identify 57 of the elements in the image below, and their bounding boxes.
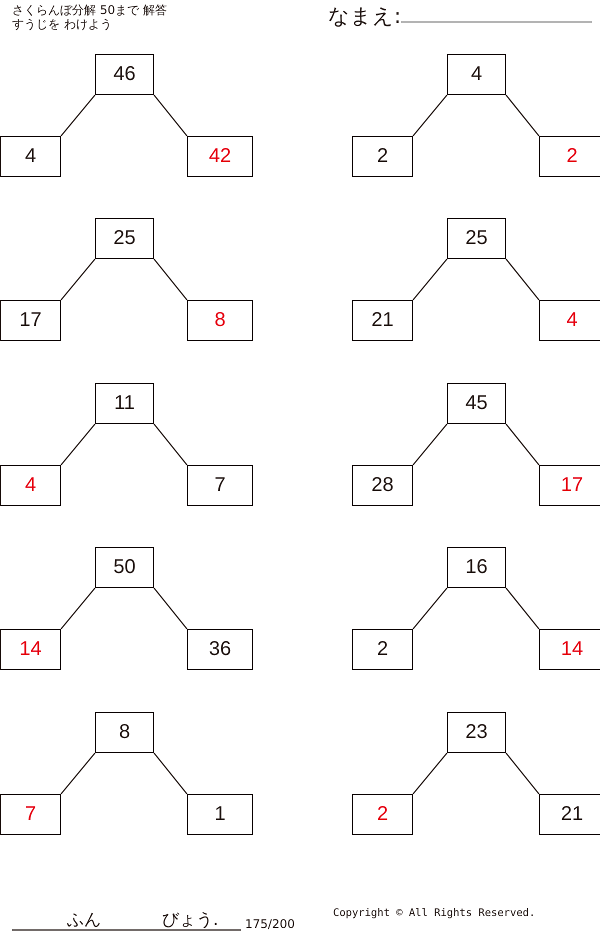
- number-box: 4: [0, 465, 61, 506]
- number-box: 4: [447, 54, 506, 95]
- connector-line: [506, 258, 540, 300]
- connector-line: [154, 94, 188, 136]
- number-box: 45: [447, 383, 506, 424]
- name-label: なまえ:: [328, 3, 402, 30]
- connector-line: [60, 752, 96, 794]
- connector-line: [154, 752, 188, 794]
- number-box: 11: [95, 383, 154, 424]
- connector-line: [412, 752, 448, 794]
- number-box: 8: [187, 300, 253, 341]
- number-box: 4: [0, 136, 61, 177]
- number-box: 42: [187, 136, 253, 177]
- copyright-text: Copyright © All Rights Reserved.: [333, 907, 536, 919]
- connector-line: [412, 424, 448, 466]
- connector-line: [506, 588, 540, 630]
- number-box: 8: [95, 712, 154, 753]
- page-number: 175/200: [245, 917, 295, 931]
- number-box: 23: [447, 712, 506, 753]
- number-box: 36: [187, 629, 253, 670]
- connector-line: [154, 258, 188, 300]
- number-box: 2: [352, 136, 413, 177]
- worksheet-title: さくらんぼ分解 50まで 解答: [12, 2, 167, 18]
- seconds-label: びょう.: [162, 909, 218, 931]
- number-box: 21: [539, 794, 600, 835]
- connector-line: [506, 94, 540, 136]
- minutes-label: ふん: [67, 909, 101, 931]
- number-box: 17: [0, 300, 61, 341]
- connector-line: [60, 94, 96, 136]
- number-box: 25: [95, 218, 154, 259]
- connector-line: [506, 752, 540, 794]
- connector-line: [154, 424, 188, 466]
- number-box: 2: [539, 136, 600, 177]
- number-box: 25: [447, 218, 506, 259]
- number-box: 7: [187, 465, 253, 506]
- connector-line: [412, 258, 448, 300]
- connector-line: [412, 588, 448, 630]
- number-box: 28: [352, 465, 413, 506]
- number-box: 46: [95, 54, 154, 95]
- number-box: 4: [539, 300, 600, 341]
- connector-line: [154, 588, 188, 630]
- number-box: 16: [447, 547, 506, 588]
- number-box: 7: [0, 794, 61, 835]
- number-box: 21: [352, 300, 413, 341]
- number-box: 1: [187, 794, 253, 835]
- number-box: 50: [95, 547, 154, 588]
- number-box: 17: [539, 465, 600, 506]
- connector-line: [412, 94, 448, 136]
- number-box: 14: [539, 629, 600, 670]
- connector-line: [60, 424, 96, 466]
- connector-line: [60, 588, 96, 630]
- number-box: 14: [0, 629, 61, 670]
- connector-line: [506, 424, 540, 466]
- instruction-text: すうじを わけよう: [12, 16, 112, 33]
- connector-line: [60, 258, 96, 300]
- number-box: 2: [352, 794, 413, 835]
- number-box: 2: [352, 629, 413, 670]
